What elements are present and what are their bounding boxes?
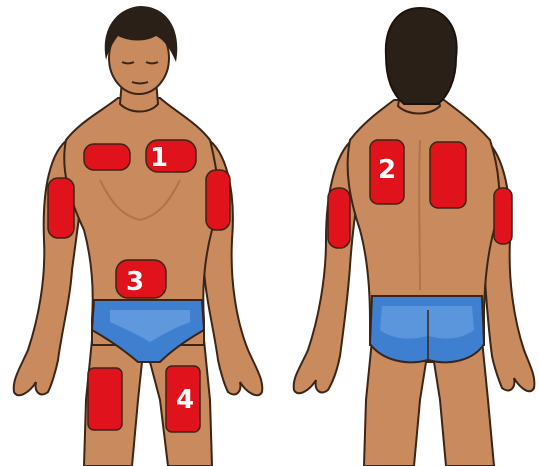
front-figure: 1 3 4 (14, 6, 263, 466)
back-spine (419, 140, 420, 290)
label-upper-back: 2 (378, 155, 396, 185)
site-back-arm-left (328, 188, 350, 248)
site-arm-left (48, 178, 74, 238)
site-upper-back-right (430, 142, 466, 208)
back-figure: 2 (294, 8, 535, 466)
label-abdomen: 3 (126, 267, 144, 297)
site-arm-right (206, 170, 230, 230)
site-chest-left (84, 144, 130, 170)
label-thigh: 4 (176, 385, 194, 415)
site-thigh-left (88, 368, 122, 430)
label-chest: 1 (150, 143, 168, 173)
back-briefs-highlight (380, 306, 474, 338)
site-back-arm-right (494, 188, 512, 244)
back-head-hair (386, 8, 457, 104)
